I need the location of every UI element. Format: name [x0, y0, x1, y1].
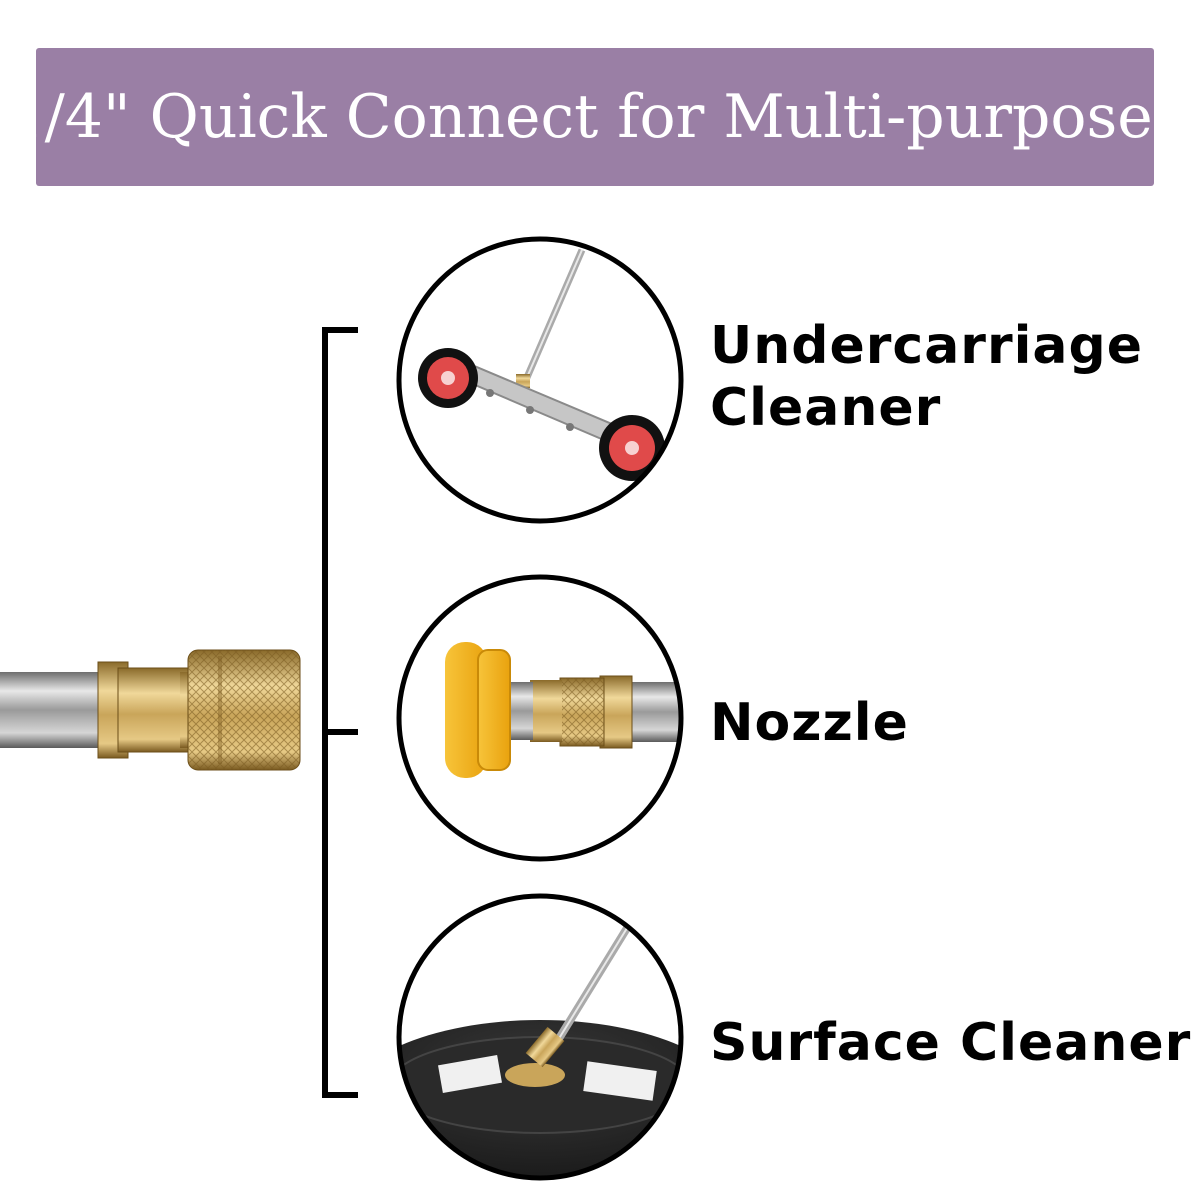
label-nozzle: Nozzle — [710, 693, 909, 753]
page-title: 1/4" Quick Connect for Multi-purposes — [6, 82, 1184, 152]
label-surface-cleaner: Surface Cleaner — [710, 1013, 1192, 1073]
bracket-connector — [322, 327, 358, 1098]
undercarriage-cleaner-icon — [396, 236, 684, 524]
label-undercarriage-line2: Cleaner — [710, 378, 942, 438]
surface-cleaner-icon — [396, 893, 684, 1181]
quick-connect-fitting-icon — [0, 649, 301, 771]
title-banner: 1/4" Quick Connect for Multi-purposes — [6, 48, 1184, 186]
label-undercarriage-line1: Undercarriage — [710, 316, 1143, 376]
nozzle-icon — [396, 574, 684, 862]
label-undercarriage-cleaner: Undercarriage Cleaner — [710, 315, 1143, 439]
